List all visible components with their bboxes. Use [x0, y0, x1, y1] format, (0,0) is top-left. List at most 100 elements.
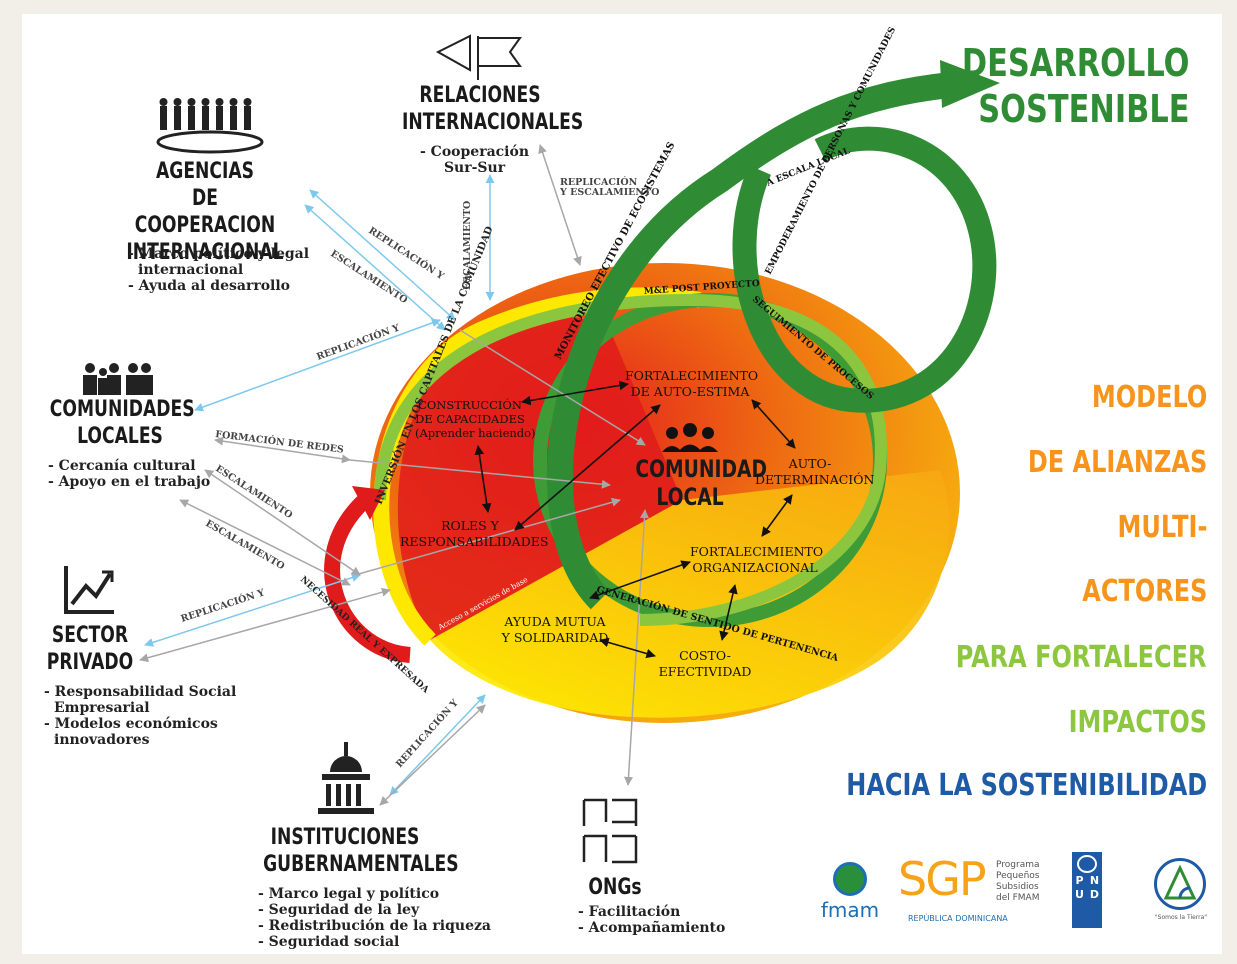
- comunidades-bullet-1: - Cercanía cultural: [48, 458, 196, 474]
- node-organizacional-l1: FORTALECIMIENTO: [690, 544, 824, 559]
- agencias-line2: DE COOPERACION: [134, 186, 276, 238]
- guardia-ring-icon: [1154, 858, 1206, 910]
- comunidades-bullet-2: - Apoyo en el trabajo: [48, 474, 211, 490]
- model-title-3: MULTI-: [1117, 510, 1207, 545]
- sgp-text-4: del FMAM: [996, 893, 1040, 903]
- people-globe-icon: [156, 98, 264, 154]
- agencias-bullets: - Marco político y legal internacional -…: [128, 246, 309, 294]
- yellow-ring: [373, 287, 702, 646]
- sector-bullet-2: Empresarial: [54, 700, 150, 716]
- sector-bullet-4: innovadores: [54, 732, 150, 748]
- node-capacidades-l2: DE CAPACIDADES: [415, 412, 525, 426]
- instituciones-line2: GUBERNAMENTALES: [263, 852, 459, 877]
- arrow-grey-2: [214, 436, 351, 464]
- sector-line2: PRIVADO: [46, 650, 134, 675]
- model-title-2: DE ALIANZAS: [1027, 445, 1207, 480]
- relaciones-bullet-2: Sur-Sur: [443, 160, 506, 176]
- arrow-grey-1: [538, 144, 582, 266]
- relaciones-bullet-1: - Cooperación: [420, 144, 530, 160]
- arrow-sector: [144, 573, 361, 647]
- chart-growth-icon: [64, 566, 114, 614]
- capitol-icon: [318, 742, 374, 814]
- node-ayuda: AYUDA MUTUA Y SOLIDARIDAD: [500, 614, 610, 646]
- arrow-cap-roles: [474, 445, 492, 513]
- comunidades-line2: LOCALES: [77, 424, 163, 449]
- comunidades-line1: COMUNIDADES: [49, 397, 195, 422]
- node-roles-l1: ROLES Y: [441, 518, 499, 533]
- ongs-line1: ONGs: [588, 875, 642, 900]
- arrow-autodet-org: [761, 494, 793, 537]
- label-replicacion-1: REPLICACIÓN Y: [366, 224, 446, 282]
- model-title-6: IMPACTOS: [1068, 705, 1207, 740]
- model-title-1: MODELO: [1091, 380, 1207, 415]
- agencias-bullet-3: - Ayuda al desarrollo: [128, 278, 291, 294]
- node-capacidades: CONSTRUCCIÓN DE CAPACIDADES (Aprender ha…: [415, 398, 536, 440]
- arrow-grey-3: [204, 469, 361, 576]
- arrow-grey-5: [139, 587, 391, 663]
- sustainability-arrowhead: [940, 60, 1000, 108]
- ongs-bullets: - Facilitación - Acompañamiento: [578, 904, 725, 936]
- model-title-7: HACIA LA SOSTENIBILIDAD: [846, 768, 1207, 803]
- pnud-d: D: [1089, 888, 1100, 901]
- instituciones-line1: INSTITUCIONES: [270, 825, 420, 850]
- label-escalamiento-2: ESCALAMIENTO: [462, 201, 473, 290]
- community-icon: [662, 423, 718, 452]
- sector-bullet-1: - Responsabilidad Social: [44, 684, 237, 700]
- label-replicacion-esc-2: Y ESCALAMIENTO: [559, 187, 659, 198]
- actor-ongs: ONGs: [575, 874, 655, 901]
- sgp-mark: SGP: [898, 852, 987, 906]
- label-replicacion-2: REPLICACIÓN Y: [315, 322, 401, 363]
- sgp-logo: SGP Programa Pequeños Subsidios del FMAM…: [898, 852, 1048, 928]
- instituciones-bullet-2: - Seguridad de la ley: [258, 902, 420, 918]
- arrow-org-costo: [719, 584, 738, 641]
- relaciones-line1: RELACIONES: [419, 83, 541, 108]
- node-roles: ROLES Y RESPONSABILIDADES: [400, 518, 549, 550]
- arrow-autoestima-autodet: [751, 399, 796, 449]
- ongs-bullet-2: - Acompañamiento: [578, 920, 726, 936]
- node-capacidades-l3: (Aprender haciendo): [415, 426, 536, 440]
- arrow-grey-4: [179, 499, 351, 586]
- arrow-agencias-2: [304, 204, 446, 331]
- relaciones-line2: INTERNACIONALES: [402, 110, 584, 135]
- agencias-line3: INTERNACIONAL: [126, 240, 284, 265]
- instituciones-bullet-4: - Seguridad social: [258, 934, 400, 950]
- arrow-grey-6: [379, 704, 486, 806]
- node-roles-l2: RESPONSABILIDADES: [400, 534, 549, 549]
- actor-comunidades: COMUNIDADES LOCALES: [30, 396, 210, 450]
- guardia-bottom-text: "Somos la Tierra": [1154, 914, 1208, 921]
- guardia-emblem-icon: [1163, 864, 1197, 900]
- label-escalamiento-4: ESCALAMIENTO: [204, 518, 287, 572]
- agencias-bullet-1: - Marco político y legal: [128, 246, 310, 262]
- node-organizacional-l2: ORGANIZACIONAL: [692, 560, 818, 575]
- title-desarrollo-line2: SOSTENIBLE: [977, 87, 1189, 131]
- sector-bullet-3: - Modelos económicos: [44, 716, 218, 732]
- flag-icon: [435, 34, 522, 80]
- families-icon: [83, 363, 153, 395]
- instituciones-bullets: - Marco legal y político - Seguridad de …: [258, 886, 491, 950]
- center-line2: LOCAL: [656, 483, 724, 511]
- arrow-instituciones: [389, 694, 486, 796]
- sgp-country: REPÚBLICA DOMINICANA: [908, 914, 1008, 923]
- label-redes: FORMACIÓN DE REDES: [215, 428, 345, 456]
- sector-bullets: - Responsabilidad Social Empresarial - M…: [44, 684, 236, 748]
- node-capacidades-l1: CONSTRUCCIÓN: [418, 398, 522, 412]
- model-title-5: PARA FORTALECER: [956, 640, 1207, 675]
- label-escalamiento-1: ESCALAMIENTO: [328, 248, 409, 306]
- node-autoestima-l1: FORTALECIMIENTO: [625, 368, 759, 383]
- actor-relaciones: RELACIONES INTERNACIONALES: [380, 82, 584, 136]
- node-autodet-l1: AUTO-: [788, 456, 832, 471]
- pnud-p: P: [1075, 874, 1084, 887]
- instituciones-bullet-3: - Redistribución de la riqueza: [258, 918, 492, 934]
- sustainability-loop: [732, 126, 997, 413]
- node-costo-l2: EFECTIVIDAD: [658, 664, 752, 679]
- guardia-ambiente-logo: "Somos la Tierra": [1150, 854, 1212, 924]
- actor-instituciones: INSTITUCIONES GUBERNAMENTALES: [240, 824, 459, 878]
- agencias-line1: AGENCIAS: [155, 159, 255, 184]
- title-desarrollo-line1: DESARROLLO: [961, 41, 1189, 85]
- arrow-comunidades: [194, 318, 441, 412]
- node-organizacional: FORTALECIMIENTO ORGANIZACIONAL: [690, 544, 824, 576]
- sgp-text-1: Programa: [996, 860, 1040, 870]
- pnud-n: N: [1089, 874, 1100, 887]
- light-green-ring: [374, 293, 887, 626]
